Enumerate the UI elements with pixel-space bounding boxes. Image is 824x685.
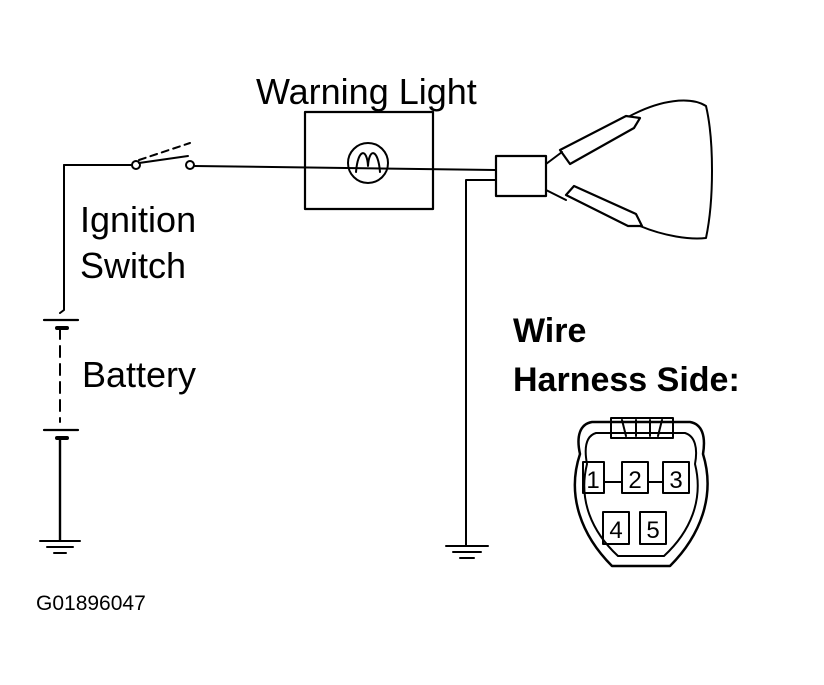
connector-body [494,154,548,198]
connector-ground-icon [445,545,489,559]
ignition-label-line2: Switch [80,245,186,286]
lamp-icon [347,142,389,184]
harness-connector-face [573,417,709,568]
harness-title-line2: Harness Side: [513,361,740,399]
left-feed-wire [59,164,65,314]
battery-ground-icon [39,540,81,554]
pin-label-1: 1 [586,467,599,494]
warning-light-box [303,110,435,211]
battery-label: Battery [82,354,196,395]
ground-wire [465,179,496,546]
ignition-label-line1: Ignition [80,199,196,240]
pin-label-4: 4 [609,517,622,544]
harness-title-line1: Wire [513,312,586,350]
pin-label-2: 2 [628,467,641,494]
battery-symbol [42,318,80,542]
warning-light-label: Warning Light [256,71,477,112]
wire-switch-to-connector [193,165,496,171]
pin-label-5: 5 [646,517,659,544]
pin-label-3: 3 [669,467,682,494]
sensor-leads [545,99,713,240]
ignition-switch-symbol [131,142,195,170]
figure-code: G01896047 [36,592,146,615]
